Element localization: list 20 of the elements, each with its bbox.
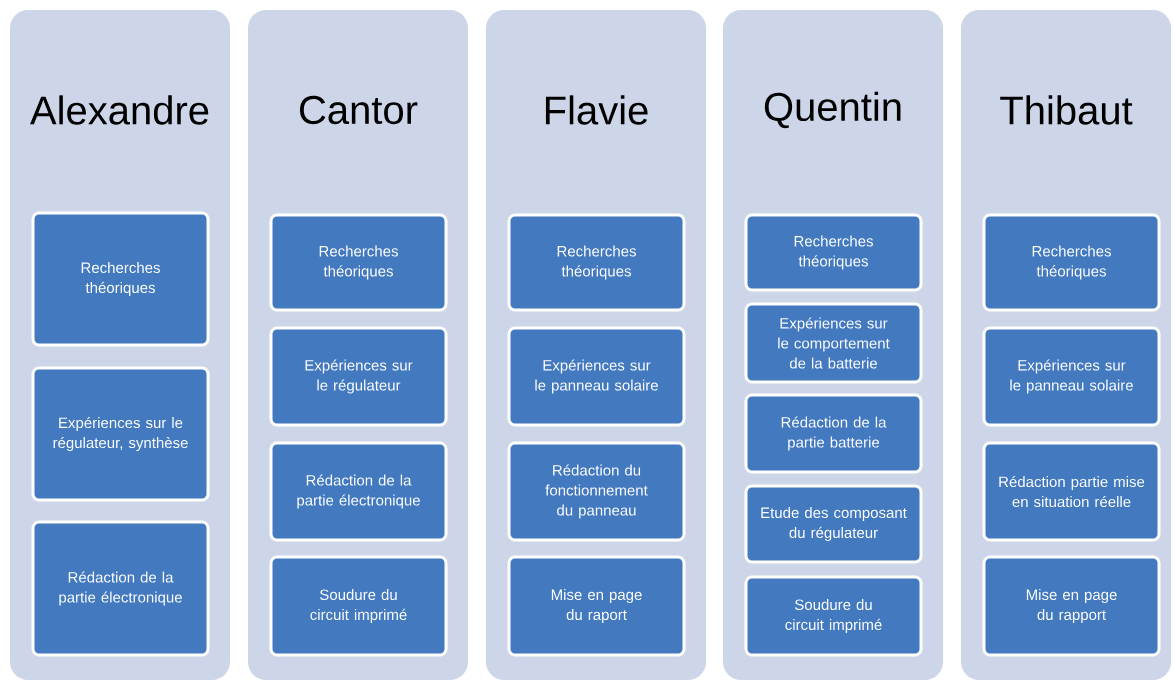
- task-box: Soudure du circuit imprimé: [269, 555, 448, 657]
- task-box: Recherches théoriques: [744, 213, 923, 292]
- task-box: Recherches théoriques: [31, 211, 210, 347]
- task-box: Rédaction de la partie batterie: [744, 393, 923, 474]
- task-box: Etude des composant du régulateur: [744, 484, 923, 564]
- task-box: Recherches théoriques: [982, 213, 1161, 312]
- task-box: Rédaction du fonctionnement du panneau: [507, 441, 686, 542]
- task-box: Recherches théoriques: [507, 213, 686, 312]
- task-box: Mise en page du rapport: [982, 555, 1161, 657]
- task-box: Mise en page du raport: [507, 555, 686, 657]
- task-box: Expériences sur le régulateur: [269, 326, 448, 427]
- task-box: Recherches théoriques: [269, 213, 448, 312]
- task-box: Expériences sur le régulateur, synthèse: [31, 366, 210, 502]
- task-box: Rédaction de la partie électronique: [31, 520, 210, 657]
- task-box: Soudure du circuit imprimé: [744, 575, 923, 657]
- task-box: Expériences sur le comportement de la batterie: [744, 302, 923, 384]
- task-box: Expériences sur le panneau solaire: [507, 326, 686, 427]
- task-box: Expériences sur le panneau solaire: [982, 326, 1161, 427]
- task-box: Rédaction de la partie électronique: [269, 441, 448, 542]
- task-box: Rédaction partie mise en situation réelle: [982, 441, 1161, 542]
